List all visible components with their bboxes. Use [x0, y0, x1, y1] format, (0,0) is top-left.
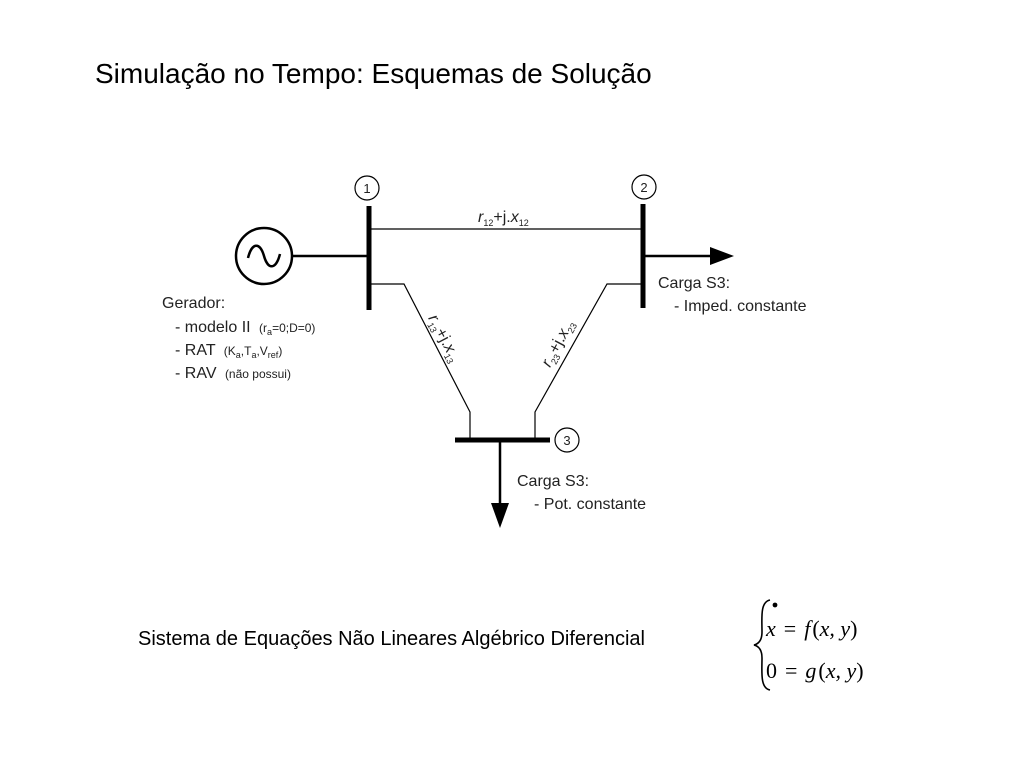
generator-rav: - RAV (não possui)	[175, 365, 291, 382]
generator-model: - modelo II (ra=0;D=0)	[175, 319, 315, 337]
line-2-3	[534, 283, 643, 440]
equation-2: 0=g(x, y)	[766, 658, 864, 683]
equation-1: x=f(x, y)	[765, 616, 858, 641]
bus-1-label: 1	[363, 181, 370, 196]
generator-icon	[234, 226, 294, 286]
bus-1-marker: 1	[354, 175, 380, 201]
line-1-3-label: r13+j.x13	[423, 312, 464, 366]
slide-title: Simulação no Tempo: Esquemas de Solução	[95, 58, 652, 89]
load-arrow-bus-3-icon	[491, 440, 509, 528]
load-bus-2-detail: - Imped. constante	[674, 298, 807, 315]
time-derivative-dot-icon	[772, 602, 778, 608]
load-bus-2-title: Carga S3:	[658, 275, 730, 292]
generator-rat: - RAT (Ka,Ta,Vref)	[175, 342, 282, 360]
line-1-3	[369, 283, 471, 440]
line-1-2-label: r12+j.x12	[478, 209, 529, 228]
generator-description: Gerador: - modelo II (ra=0;D=0) - RAT (K…	[162, 295, 315, 382]
load-bus-3-title: Carga S3:	[517, 473, 589, 490]
equation-caption: Sistema de Equações Não Lineares Algébri…	[138, 628, 645, 650]
bus-3-marker: 3	[554, 427, 580, 453]
generator-title: Gerador:	[162, 295, 225, 312]
bus-3-label: 3	[563, 433, 570, 448]
load-arrow-bus-2-icon	[643, 247, 734, 265]
line-2-3-label: r23+j.x23	[539, 317, 580, 371]
bus-2-marker: 2	[631, 174, 657, 200]
equation-system: x=f(x, y) 0=g(x, y)	[753, 599, 864, 691]
load-bus-3-detail: - Pot. constante	[534, 496, 646, 513]
bus-2-label: 2	[640, 180, 647, 195]
left-brace-icon	[753, 599, 771, 691]
